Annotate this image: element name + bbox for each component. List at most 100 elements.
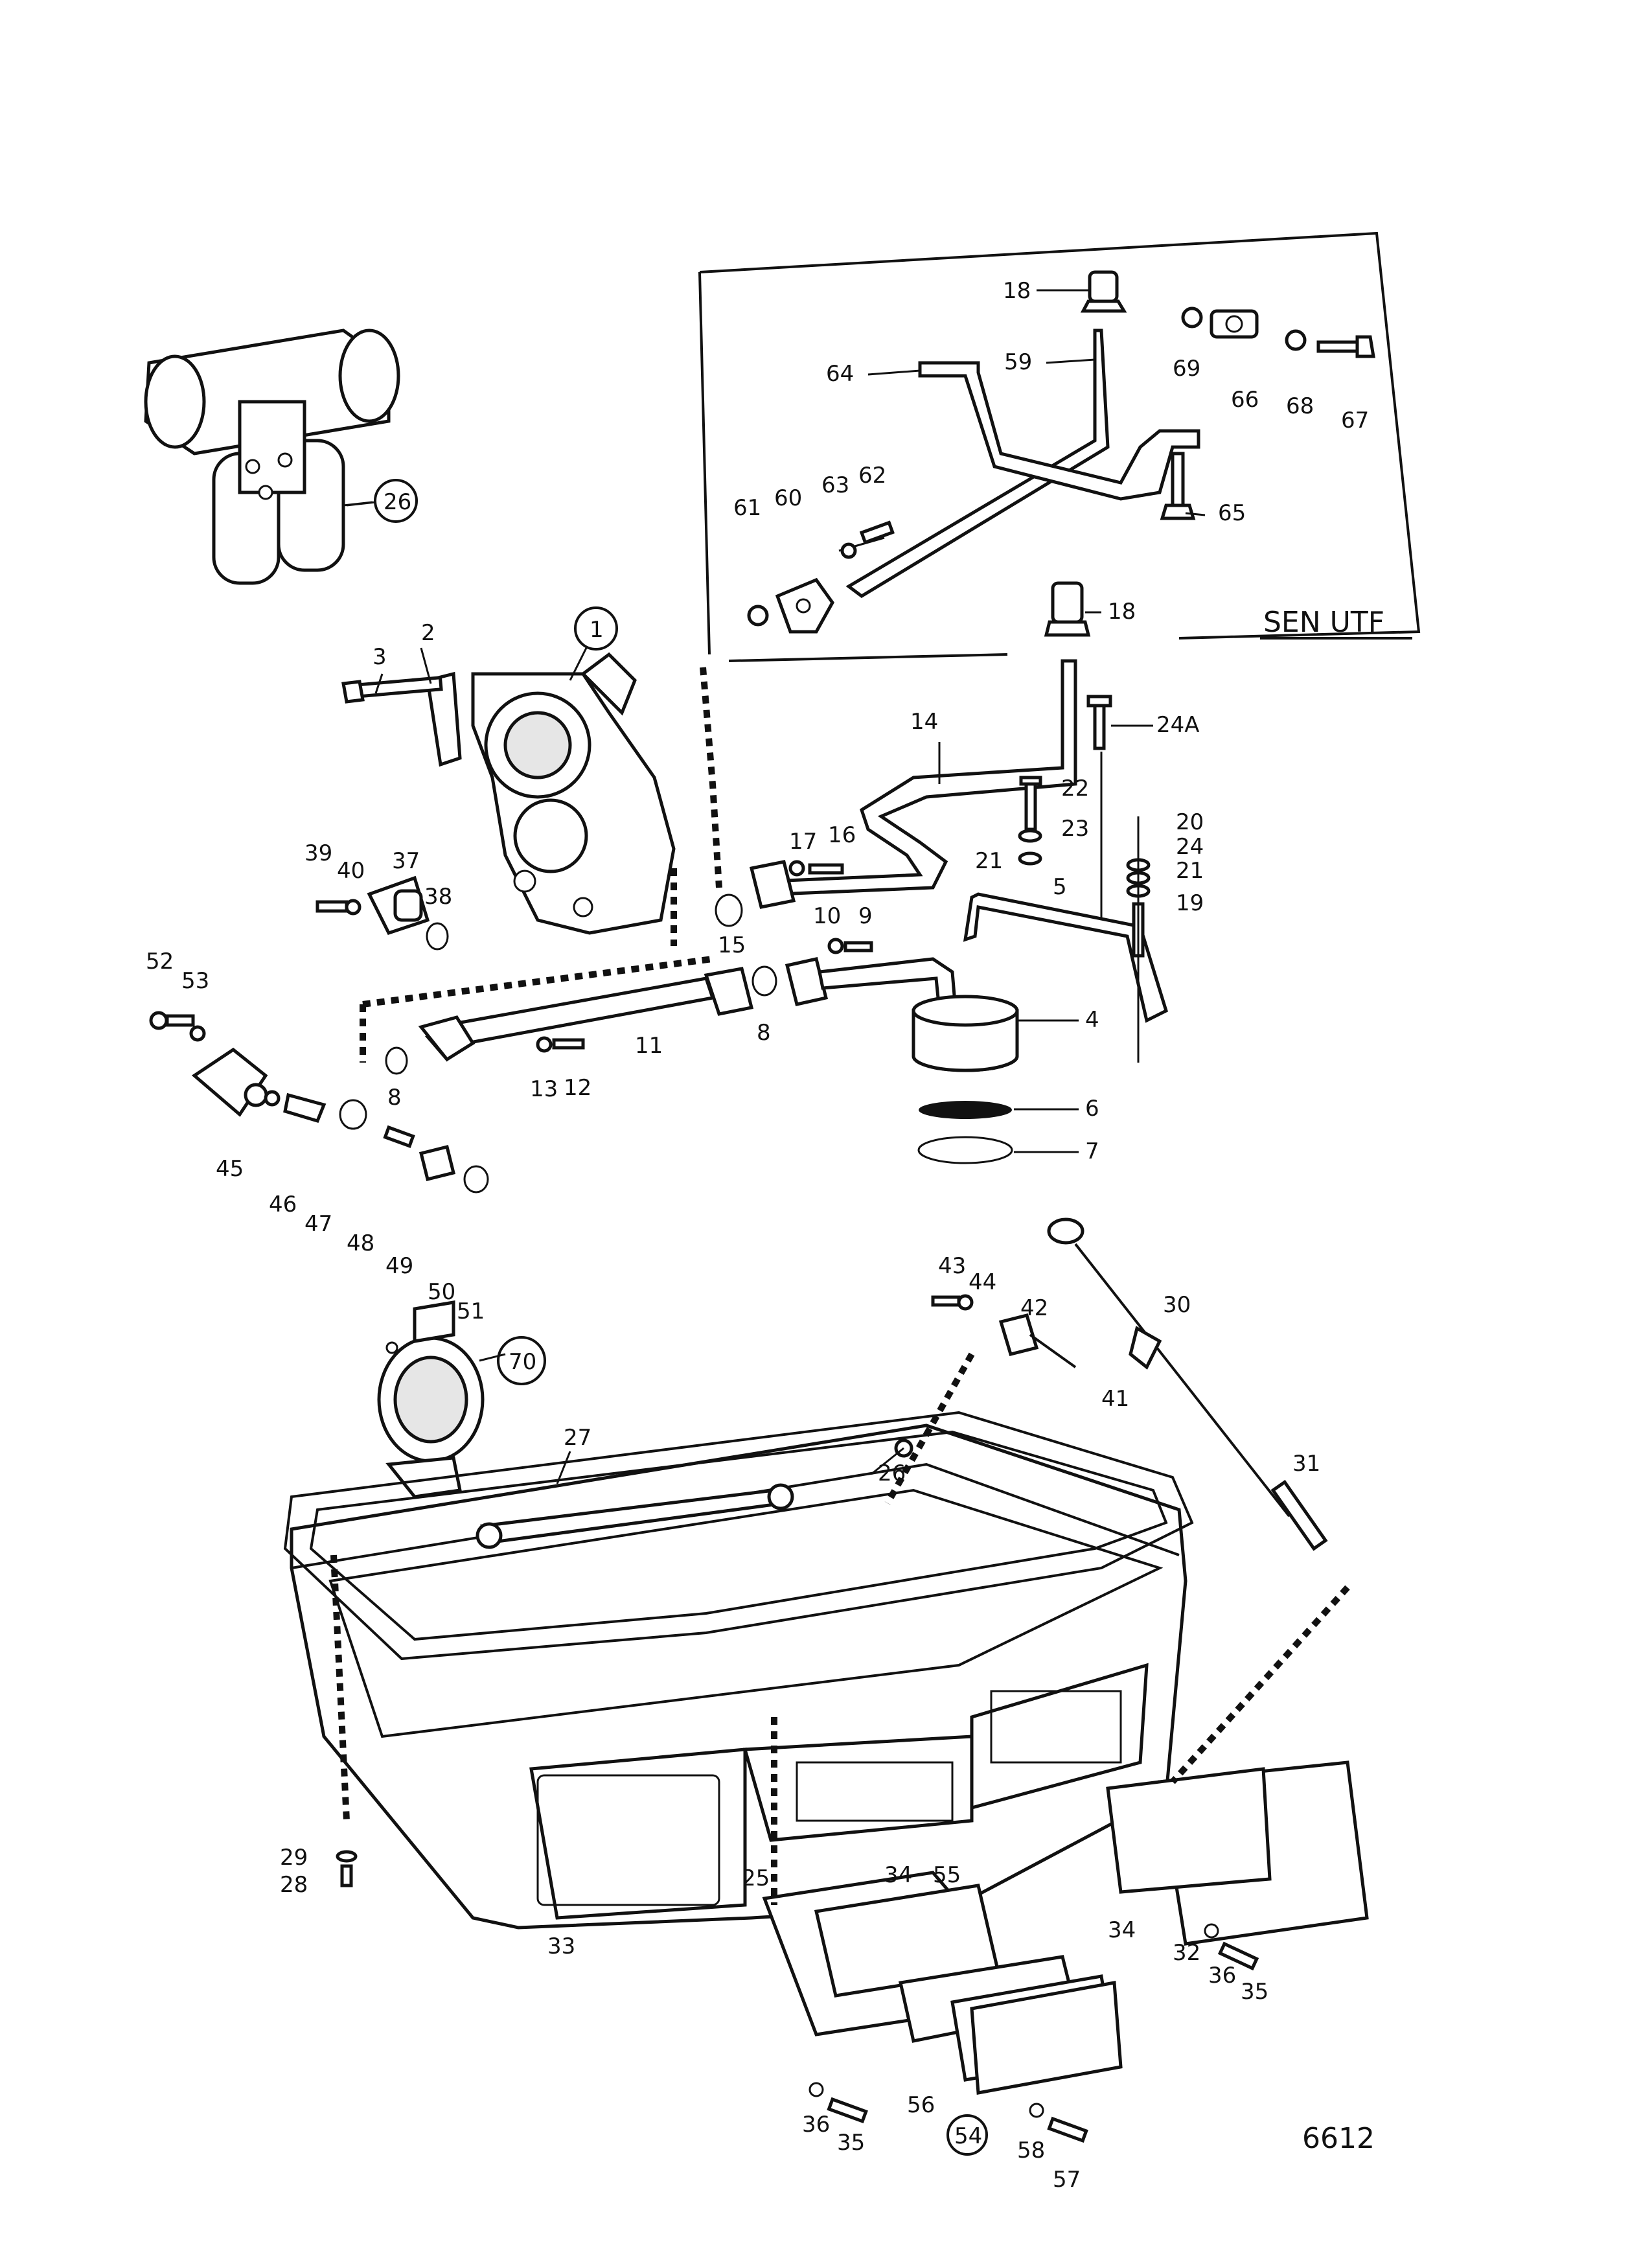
callout-4: 4 — [1085, 1007, 1099, 1033]
callout-labels: 26 1 2 3 4 5 6 7 8 8 9 10 11 12 13 14 15… — [146, 278, 1369, 2193]
callout-62: 62 — [858, 463, 886, 489]
callout-56: 56 — [907, 2092, 935, 2118]
callout-46: 46 — [269, 1192, 297, 1217]
callout-51: 51 — [457, 1298, 485, 1324]
callout-26-top: 26 — [384, 489, 411, 515]
inset-later-version-box: SEN UTF — [698, 231, 1421, 662]
callout-34b: 34 — [1108, 1917, 1136, 1943]
callout-9: 9 — [858, 903, 873, 929]
callout-36b: 36 — [1208, 1963, 1236, 1989]
callout-69: 69 — [1173, 356, 1200, 382]
callout-18a: 18 — [1003, 278, 1031, 304]
dipstick-tube-42 — [330, 1294, 1077, 1887]
callout-21b: 21 — [1176, 858, 1204, 884]
cover-stack-54 — [762, 1871, 1123, 2143]
callout-52: 52 — [146, 949, 174, 975]
callout-44: 44 — [969, 1269, 996, 1295]
callout-12: 12 — [564, 1075, 591, 1101]
callout-37: 37 — [392, 848, 420, 874]
callout-33: 33 — [547, 1933, 575, 1959]
callout-39: 39 — [304, 840, 332, 866]
oil-pump — [341, 652, 676, 935]
callout-34a: 34 — [884, 1862, 912, 1888]
callout-27: 27 — [564, 1425, 591, 1451]
inset-bolt-65 — [1160, 452, 1196, 520]
callout-5: 5 — [1053, 874, 1067, 900]
callout-43: 43 — [938, 1253, 966, 1279]
callout-8a: 8 — [387, 1085, 402, 1111]
callout-42: 42 — [1020, 1295, 1048, 1321]
inset-bracket-64 — [918, 361, 1200, 501]
callout-14: 14 — [910, 709, 938, 735]
callout-67: 67 — [1341, 408, 1369, 433]
callout-50: 50 — [428, 1279, 455, 1305]
inset-clip-66 — [1181, 306, 1375, 358]
callout-24a: 24A — [1156, 712, 1200, 738]
callout-57: 57 — [1053, 2167, 1081, 2193]
leader-lines — [346, 289, 1206, 1484]
callout-66: 66 — [1231, 387, 1259, 413]
callout-54: 54 — [954, 2123, 982, 2149]
callout-60: 60 — [774, 485, 802, 511]
callout-35b: 35 — [1241, 1979, 1268, 2005]
callout-18b: 18 — [1108, 599, 1136, 625]
relief-valve-parts — [149, 1011, 489, 1194]
callout-19: 19 — [1176, 890, 1204, 916]
filter-housing-4 — [912, 995, 1019, 1164]
callout-59: 59 — [1004, 349, 1032, 375]
callout-61: 61 — [733, 495, 761, 521]
callout-17: 17 — [789, 829, 817, 855]
oil-pan-gasket-27 — [283, 1411, 1194, 1661]
pipe-14 — [715, 581, 1091, 927]
figure-number: 6612 — [1302, 2122, 1375, 2155]
callout-45: 45 — [216, 1156, 244, 1182]
callout-13: 13 — [530, 1076, 558, 1102]
callout-25: 25 — [742, 1865, 770, 1891]
callout-55: 55 — [933, 1862, 961, 1888]
callout-6: 6 — [1085, 1096, 1099, 1122]
callout-2: 2 — [421, 620, 435, 646]
pan-suction-pipe — [476, 1483, 794, 1549]
callout-20: 20 — [1176, 809, 1204, 835]
callout-11: 11 — [635, 1033, 663, 1059]
callout-58: 58 — [1017, 2138, 1045, 2163]
cover-plate-33 — [536, 1774, 720, 1906]
bracket-5 — [963, 695, 1169, 1063]
callout-30: 30 — [1163, 1292, 1191, 1318]
callout-29: 29 — [280, 1845, 308, 1871]
callout-16: 16 — [828, 822, 856, 848]
callout-7: 7 — [1085, 1138, 1099, 1164]
callout-1: 1 — [590, 617, 604, 643]
callout-15: 15 — [718, 932, 746, 958]
callout-53: 53 — [181, 968, 209, 994]
callout-36a: 36 — [802, 2112, 830, 2138]
pipe-11 — [360, 868, 754, 1075]
callout-8b: 8 — [757, 1020, 771, 1046]
oil-sump-pan — [290, 1424, 1187, 1930]
callout-35a: 35 — [837, 2130, 865, 2156]
callout-70: 70 — [509, 1349, 536, 1375]
callout-64: 64 — [826, 361, 854, 387]
callout-38: 38 — [424, 884, 452, 910]
callout-41: 41 — [1101, 1386, 1129, 1412]
callout-22: 22 — [1061, 776, 1089, 802]
callout-32: 32 — [1173, 1940, 1200, 1966]
callout-47: 47 — [304, 1211, 332, 1237]
callout-65: 65 — [1218, 500, 1246, 526]
callout-49: 49 — [385, 1253, 413, 1279]
oil-filter-assembly — [144, 329, 400, 585]
callout-48: 48 — [347, 1230, 374, 1256]
callout-68: 68 — [1286, 393, 1314, 419]
callout-40: 40 — [337, 858, 365, 884]
relief-valve-cover-37 — [315, 875, 449, 951]
callout-23: 23 — [1061, 816, 1089, 842]
callout-21a: 21 — [975, 848, 1003, 874]
callout-28: 28 — [280, 1872, 308, 1898]
callout-63: 63 — [821, 472, 849, 498]
inset-pipe-59 — [845, 270, 1127, 599]
callout-24: 24 — [1176, 834, 1204, 860]
inset-flange-60 — [747, 520, 895, 634]
callout-31: 31 — [1292, 1451, 1320, 1477]
